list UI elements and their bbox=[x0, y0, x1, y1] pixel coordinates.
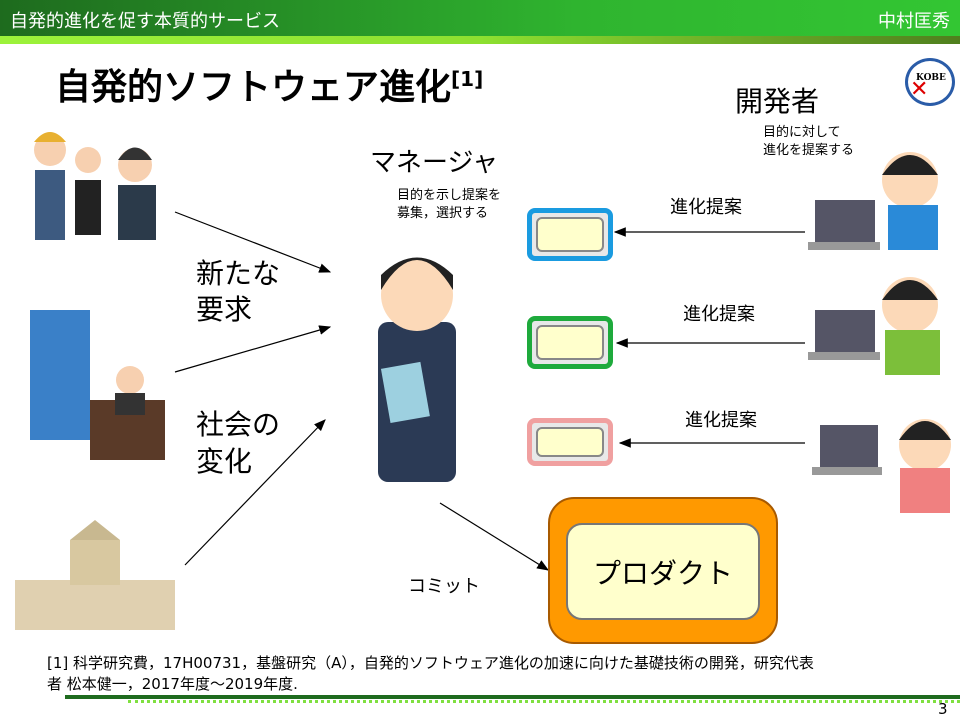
proposal-box-pink bbox=[527, 418, 613, 466]
manager-note-1: 目的を示し提案を bbox=[397, 188, 502, 203]
footnote-line-1: [1] 科学研究費，17H00731，基盤研究（A），自発的ソフトウェア進化の加… bbox=[47, 654, 814, 672]
proposal-box-blue bbox=[527, 208, 613, 261]
header-stripe bbox=[0, 36, 960, 44]
header-author: 中村匡秀 bbox=[878, 11, 950, 32]
developers-note-2: 進化を提案する bbox=[763, 143, 855, 158]
kobe-logo: KOBE ✕ bbox=[905, 58, 955, 106]
arrow-society bbox=[184, 419, 326, 566]
developers-label: 開発者 bbox=[735, 85, 820, 118]
commit-label: コミット bbox=[408, 576, 480, 597]
proposal-label-3: 進化提案 bbox=[685, 410, 757, 431]
header-title: 自発的進化を促す本質的サービス bbox=[10, 11, 280, 32]
label-new-requirements-1: 新たな bbox=[196, 257, 281, 290]
arrow-commit bbox=[439, 502, 550, 571]
header-bar: 自発的進化を促す本質的サービス 中村匡秀 bbox=[0, 0, 960, 36]
manager-illustration bbox=[378, 257, 456, 482]
developers-note-1: 目的に対して bbox=[763, 125, 841, 140]
product-label: プロダクト bbox=[566, 523, 760, 620]
label-new-requirements-2: 要求 bbox=[196, 293, 253, 326]
arrow-requests bbox=[174, 211, 332, 273]
footer-line bbox=[65, 695, 960, 699]
proposal-label-1: 進化提案 bbox=[670, 197, 742, 218]
slide-title: 自発的ソフトウェア進化[1] bbox=[55, 67, 484, 108]
business-people-illustration bbox=[34, 132, 156, 240]
product-box: プロダクト bbox=[548, 497, 778, 644]
page-number: 3 bbox=[938, 700, 948, 718]
label-social-change-2: 変化 bbox=[196, 445, 253, 478]
footer-dotted-line bbox=[128, 700, 960, 703]
office-building-illustration bbox=[30, 310, 165, 460]
developer-illustrations bbox=[808, 152, 951, 513]
parliament-building-illustration bbox=[15, 520, 175, 630]
proposal-box-green bbox=[527, 316, 613, 369]
arrow-company bbox=[174, 325, 332, 373]
label-social-change-1: 社会の bbox=[196, 408, 281, 441]
proposal-label-2: 進化提案 bbox=[683, 304, 755, 325]
footnote-line-2: 者 松本健一，2017年度〜2019年度. bbox=[47, 675, 298, 693]
manager-note-2: 募集，選択する bbox=[397, 206, 489, 221]
manager-label: マネージャ bbox=[370, 148, 499, 178]
